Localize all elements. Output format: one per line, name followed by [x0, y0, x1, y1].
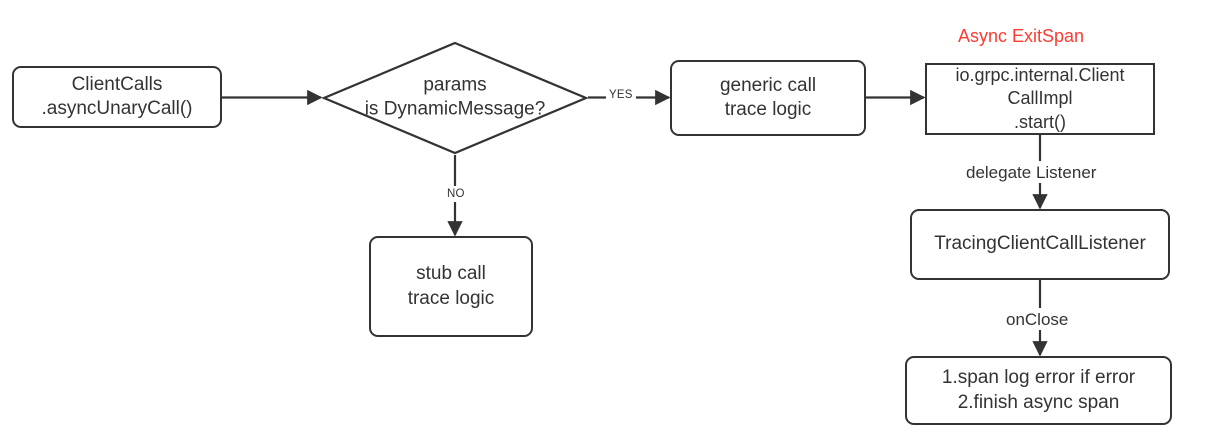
- diamond-shape: [321, 41, 589, 155]
- node-stub-call-trace-logic[interactable]: stub call trace logic: [369, 236, 533, 337]
- node-client-call-impl-start[interactable]: io.grpc.internal.Client CallImpl .start(…: [925, 63, 1155, 135]
- node-decision-is-dynamic-message[interactable]: params is DynamicMessage?: [321, 41, 589, 155]
- node-client-calls[interactable]: ClientCalls .asyncUnaryCall(): [12, 66, 222, 128]
- edge-label-no: NO: [444, 188, 468, 200]
- edge-label-delegate-listener: delegate Listener: [963, 163, 1100, 183]
- edge-label-yes: YES: [606, 89, 636, 101]
- annotation-async-exit-span: Async ExitSpan: [958, 26, 1085, 46]
- node-generic-call-trace-logic[interactable]: generic call trace logic: [670, 60, 866, 136]
- node-tracing-client-call-listener[interactable]: TracingClientCallListener: [910, 209, 1170, 280]
- node-on-close-actions[interactable]: 1.span log error if error 2.finish async…: [905, 356, 1172, 425]
- edge-label-on-close: onClose: [1003, 310, 1072, 330]
- node-decision-label: params is DynamicMessage?: [364, 74, 546, 120]
